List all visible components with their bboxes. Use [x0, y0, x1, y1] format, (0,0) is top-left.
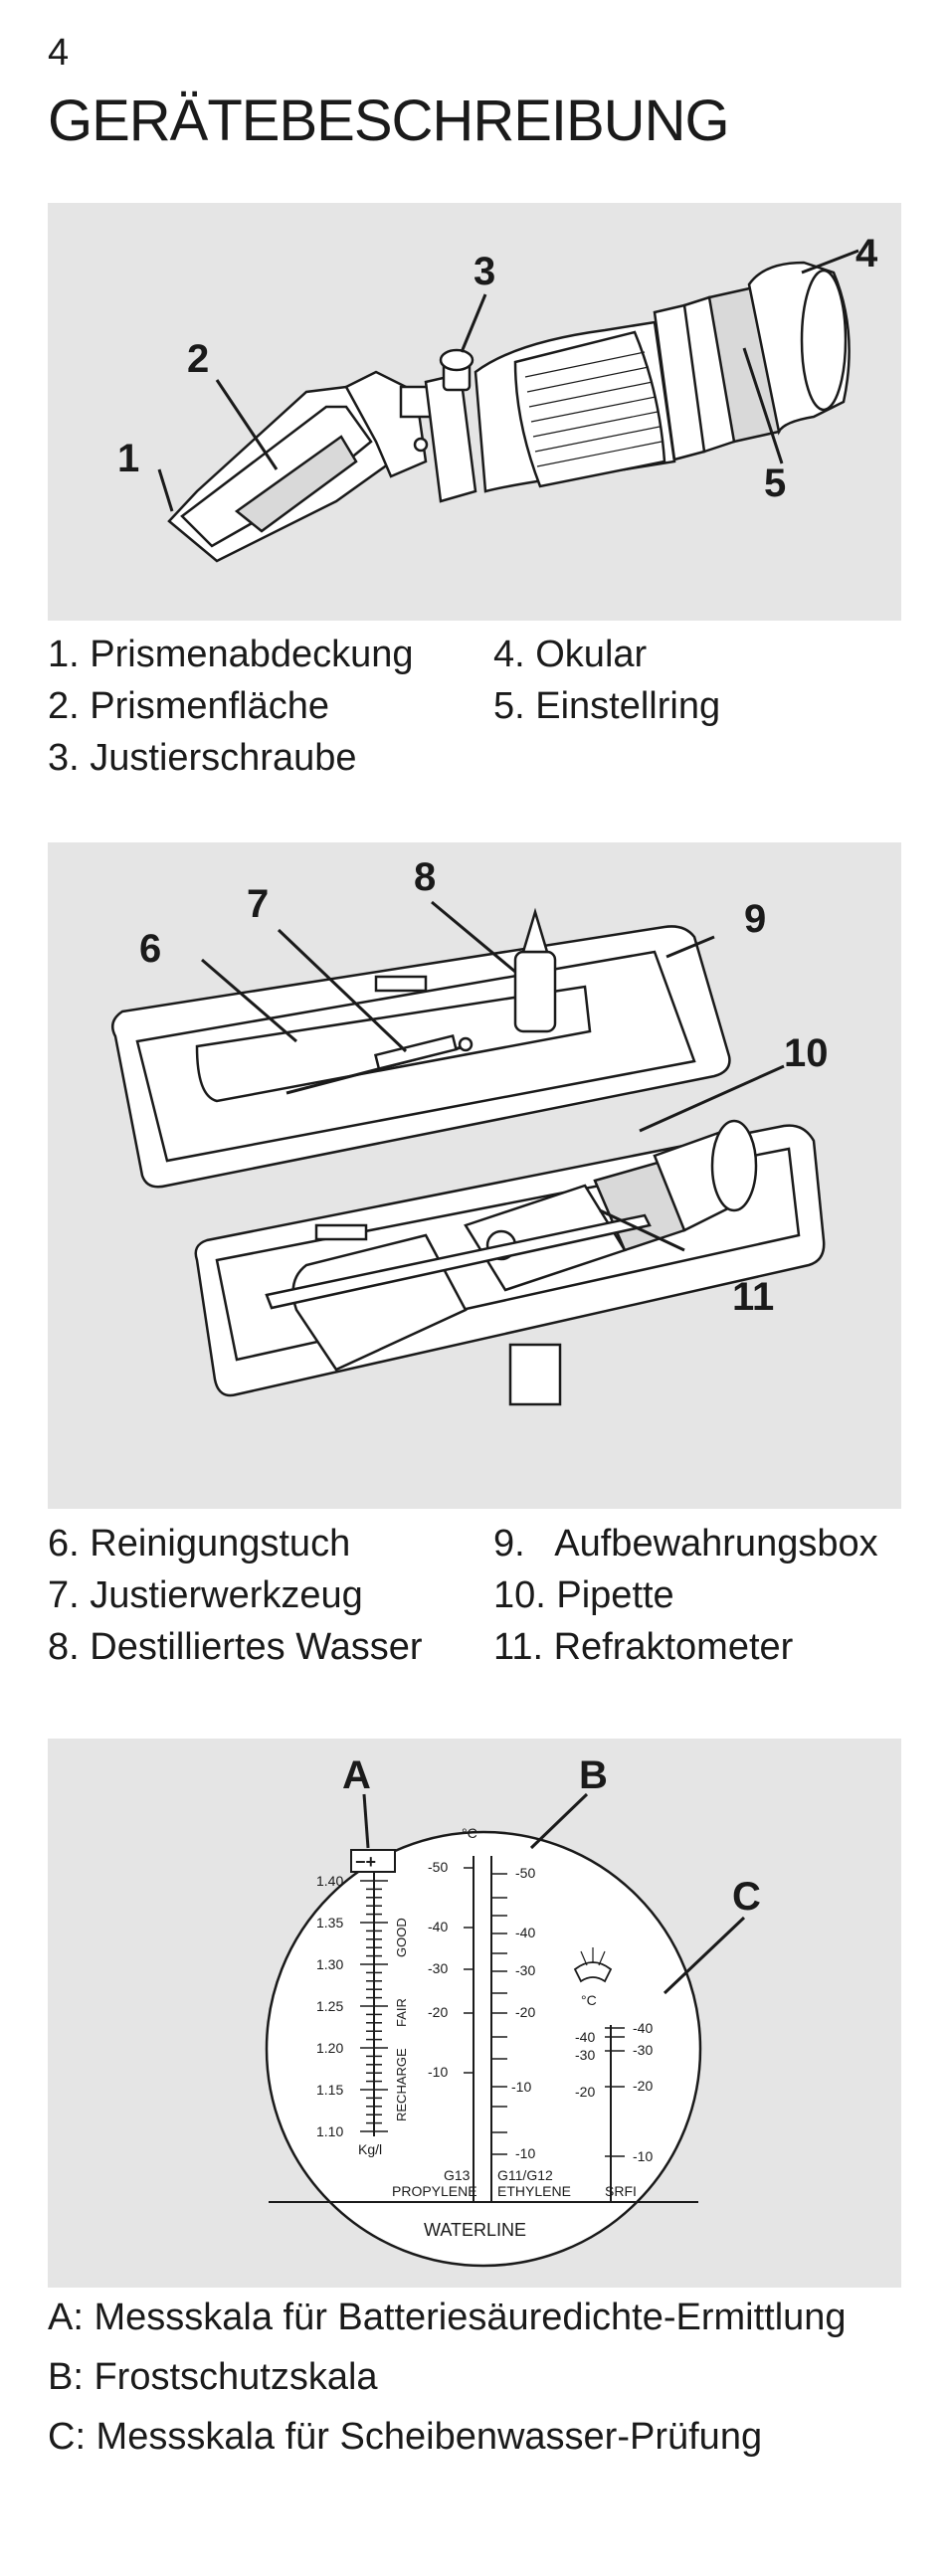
callout-11: 11	[732, 1275, 774, 1319]
scale-a-zone-fair: FAIR	[394, 1998, 409, 2027]
legend-figure2-right: 9. Aufbewahrungsbox 10. Pipette 11. Refr…	[493, 1518, 878, 1673]
scale-a-unit: Kg/l	[358, 2141, 382, 2157]
legend-item: 3. Justierschraube	[48, 737, 357, 779]
scale-a-tick: 1.20	[316, 2040, 343, 2056]
legend-item: 10. Pipette	[493, 1574, 674, 1616]
callout-c: C	[732, 1875, 761, 1919]
washer-spray-icon	[573, 1961, 613, 1983]
legend-item: 7. Justierwerkzeug	[48, 1574, 363, 1616]
scale-a-tick: 1.40	[316, 1873, 343, 1889]
scale-b-left-tick: -10	[428, 2064, 448, 2080]
callout-1: 1	[117, 437, 139, 480]
scale-c-label: SRFI	[605, 2183, 637, 2199]
scale-c-right-tick: -10	[633, 2148, 653, 2164]
scale-c-right-tick: -20	[633, 2078, 653, 2094]
scale-b-unit: °C	[462, 1825, 477, 1841]
callout-5: 5	[764, 461, 786, 505]
page-number: 4	[48, 32, 70, 74]
callout-2: 2	[187, 337, 209, 381]
refractometer-illustration: 1 2 3 4 5	[117, 232, 878, 563]
scale-b-right-tick: -10	[515, 2145, 535, 2161]
legend-item: A: Messskala für Batteriesäuredichte-Erm…	[48, 2297, 847, 2338]
legend-figure3: A: Messskala für Batteriesäuredichte-Erm…	[48, 2288, 847, 2467]
scale-a-zone-good: GOOD	[394, 1918, 409, 1957]
scale-a-tick: 1.25	[316, 1998, 343, 2014]
scale-b-right-tick: -50	[515, 1865, 535, 1881]
figure-scales: −+ 1.40 1.35 1.30 1.25 1.20 1.15 1.10 Kg…	[48, 1739, 901, 2288]
figure-refractometer: 1 2 3 4 5	[48, 203, 901, 621]
legend-item: 8. Destilliertes Wasser	[48, 1626, 423, 1668]
scale-b-left-tick: -50	[428, 1859, 448, 1875]
legend-item: 4. Okular	[493, 634, 648, 675]
callout-7: 7	[247, 882, 269, 926]
scale-illustration: −+ 1.40 1.35 1.30 1.25 1.20 1.15 1.10 Kg…	[265, 1753, 761, 2268]
callout-b: B	[579, 1753, 608, 1797]
scale-c-left-tick: -20	[575, 2084, 595, 2100]
scale-b-right-tick: -40	[515, 1925, 535, 1940]
scale-a-tick: 1.10	[316, 2123, 343, 2139]
scale-b-label-g13: G13	[444, 2167, 471, 2183]
scale-c-left-tick: -30	[575, 2047, 595, 2063]
callout-a: A	[342, 1753, 371, 1797]
scale-b-right-tick: -20	[515, 2004, 535, 2020]
scale-b-right-tick: -10	[511, 2079, 531, 2095]
legend-item: 5. Einstellring	[493, 685, 721, 727]
legend-item: 11. Refraktometer	[493, 1626, 794, 1668]
storage-box-illustration: 6 7 8 9 10 11	[110, 855, 829, 1406]
scale-a-tick: 1.35	[316, 1915, 343, 1931]
callout-8: 8	[414, 855, 436, 899]
scale-a-zone-recharge: RECHARGE	[394, 2048, 409, 2121]
legend-figure1-left: 1. Prismenabdeckung 2. Prismenfläche 3. …	[48, 629, 414, 784]
scale-a-tick: 1.30	[316, 1956, 343, 1972]
scale-c-left-tick: -40	[575, 2029, 595, 2045]
scale-c-right-tick: -30	[633, 2042, 653, 2058]
scale-b-label-propylene: PROPYLENE	[392, 2183, 477, 2199]
scale-b-label-g11: G11/G12	[497, 2167, 553, 2183]
callout-9: 9	[744, 897, 766, 941]
scale-b-left-tick: -40	[428, 1919, 448, 1934]
legend-item: 6. Reinigungstuch	[48, 1523, 351, 1564]
legend-item: 1. Prismenabdeckung	[48, 634, 414, 675]
scale-c-unit: °C	[581, 1992, 597, 2008]
scale-b-left-tick: -30	[428, 1960, 448, 1976]
scale-c-right-tick: -40	[633, 2020, 653, 2036]
legend-item: 2. Prismenfläche	[48, 685, 330, 727]
callout-10: 10	[784, 1031, 829, 1075]
scale-b-label-ethylene: ETHYLENE	[497, 2183, 571, 2199]
legend-item: C: Messskala für Scheibenwasser-Prüfung	[48, 2416, 763, 2458]
legend-item: 9. Aufbewahrungsbox	[493, 1523, 878, 1564]
scale-b-right-tick: -30	[515, 1962, 535, 1978]
callout-4: 4	[855, 232, 878, 276]
waterline-label: WATERLINE	[424, 2220, 526, 2240]
figure-storage-box: 6 7 8 9 10 11	[48, 842, 901, 1509]
scale-b-left-tick: -20	[428, 2004, 448, 2020]
legend-item: B: Frostschutzskala	[48, 2356, 378, 2398]
callout-6: 6	[139, 927, 161, 971]
legend-figure2-left: 6. Reinigungstuch 7. Justierwerkzeug 8. …	[48, 1518, 423, 1673]
legend-figure1-right: 4. Okular 5. Einstellring	[493, 629, 720, 732]
scale-a-symbol: −+	[355, 1852, 376, 1872]
page-title: GERÄTEBESCHREIBUNG	[48, 89, 730, 153]
callout-3: 3	[474, 250, 495, 293]
scale-a-tick: 1.15	[316, 2082, 343, 2098]
